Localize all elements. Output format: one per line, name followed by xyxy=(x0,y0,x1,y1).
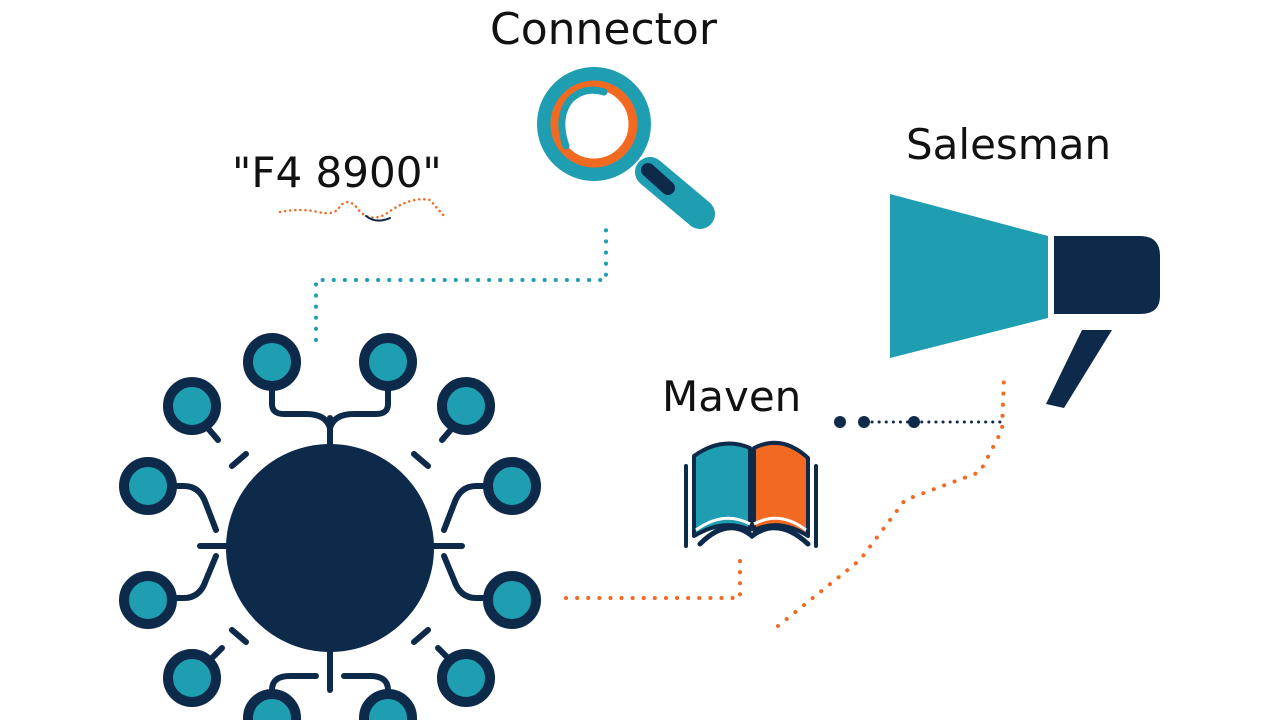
hub-node xyxy=(163,649,221,707)
maven-to-salesman-line xyxy=(776,374,1006,628)
hub-node xyxy=(163,377,221,435)
hub-node xyxy=(483,571,541,629)
line-dot xyxy=(834,416,846,428)
squiggle-accent xyxy=(365,215,391,222)
maven-label: Maven xyxy=(662,372,802,421)
code-label: "F4 8900" xyxy=(232,148,442,197)
hub-node xyxy=(119,571,177,629)
hub-node xyxy=(359,689,417,720)
open-book-icon xyxy=(684,440,818,548)
hub-node xyxy=(359,333,417,391)
megaphone-icon xyxy=(890,194,1160,408)
hub-to-connector-line xyxy=(314,228,608,342)
hub-node xyxy=(437,377,495,435)
line-dot xyxy=(908,416,920,428)
magnifying-glass-icon xyxy=(537,67,715,229)
hub-to-maven-line xyxy=(564,554,742,600)
salesman-label: Salesman xyxy=(906,120,1112,169)
squiggle-underline xyxy=(278,198,446,219)
hub-node xyxy=(437,649,495,707)
line-dot xyxy=(858,416,870,428)
hub-node xyxy=(483,457,541,515)
network-hub-icon xyxy=(119,333,541,720)
hub-node xyxy=(243,689,301,720)
hub-node xyxy=(243,333,301,391)
connector-label: Connector xyxy=(490,4,717,55)
connection-lines xyxy=(278,198,1006,628)
hub-node xyxy=(119,457,177,515)
